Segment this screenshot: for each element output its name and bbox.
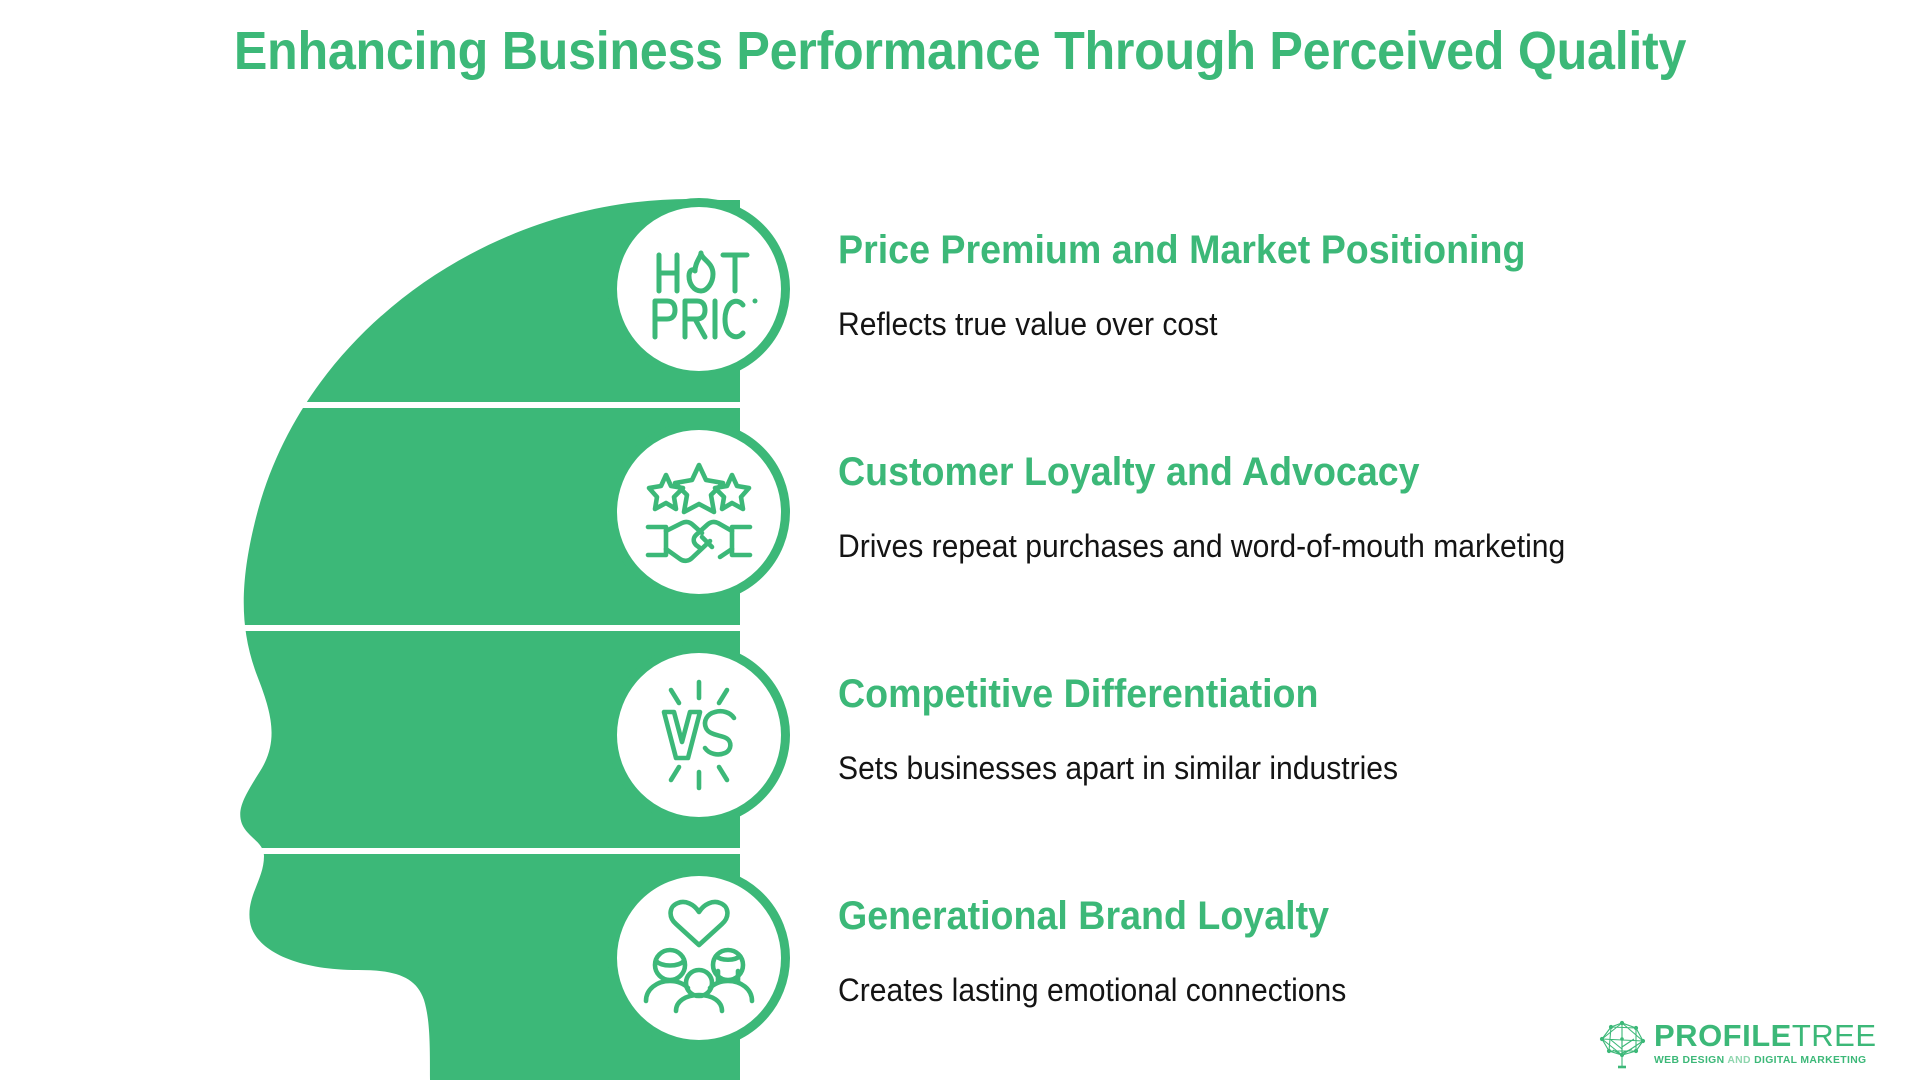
list-item: Generational Brand Loyalty Creates lasti…	[838, 894, 1858, 1009]
row-body: Drives repeat purchases and word-of-mout…	[838, 528, 1566, 564]
list-item: Competitive Differentiation Sets busines…	[838, 672, 1858, 787]
row-body: Creates lasting emotional connections	[838, 972, 1347, 1008]
hot-price-glyph	[652, 250, 758, 340]
logo-tagline-part2: AND	[1727, 1054, 1751, 1066]
list-item: Customer Loyalty and Advocacy Drives rep…	[838, 450, 1858, 565]
row-body: Sets businesses apart in similar industr…	[838, 750, 1399, 786]
logo-wordmark: PROFILETREE	[1654, 1020, 1877, 1051]
page-title: Enhancing Business Performance Through P…	[233, 21, 1687, 81]
row-heading: Price Premium and Market Positioning	[838, 228, 1526, 272]
row-heading: Competitive Differentiation	[838, 672, 1319, 716]
versus-burst-icon	[608, 644, 790, 826]
versus-burst-glyph	[661, 679, 737, 791]
tree-network-icon	[1599, 1020, 1646, 1069]
hot-price-icon	[608, 198, 790, 380]
family-heart-glyph	[643, 899, 755, 1014]
stars-handshake-icon	[608, 421, 790, 603]
family-heart-icon	[608, 867, 790, 1049]
row-heading: Customer Loyalty and Advocacy	[838, 450, 1420, 494]
logo-text: PROFILETREE WEB DESIGN AND DIGITAL MARKE…	[1654, 1020, 1877, 1066]
list-item: Price Premium and Market Positioning Ref…	[838, 228, 1858, 343]
logo-tagline: WEB DESIGN AND DIGITAL MARKETING	[1654, 1054, 1877, 1066]
row-heading: Generational Brand Loyalty	[838, 894, 1330, 938]
profiletree-logo: PROFILETREE WEB DESIGN AND DIGITAL MARKE…	[1596, 1014, 1876, 1072]
stars-handshake-glyph	[645, 462, 753, 564]
logo-tagline-part3: DIGITAL MARKETING	[1754, 1054, 1867, 1066]
row-body: Reflects true value over cost	[838, 306, 1218, 342]
logo-word-light: TREE	[1791, 1017, 1877, 1053]
logo-word-bold: PROFILE	[1654, 1017, 1792, 1053]
logo-tagline-part1: WEB DESIGN	[1654, 1054, 1725, 1066]
